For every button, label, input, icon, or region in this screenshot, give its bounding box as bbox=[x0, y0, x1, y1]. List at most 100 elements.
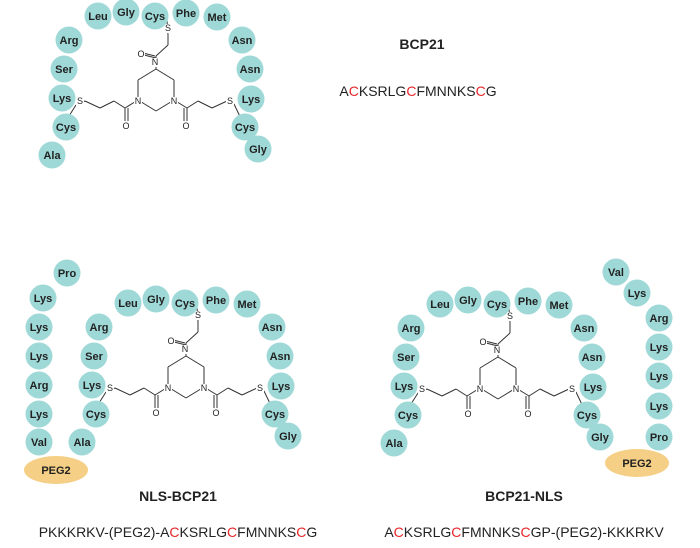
sulfur-atom: S bbox=[195, 310, 201, 320]
residue-ser-label: Ser bbox=[55, 64, 73, 76]
residue-leu-label: Leu bbox=[118, 298, 138, 310]
peg2-linker: PEG2 bbox=[605, 449, 669, 477]
residue-met: Met bbox=[545, 291, 573, 319]
bcp21-title: BCP21 bbox=[399, 36, 444, 52]
sequence-segment: GP-(PEG2)-KKKRKV bbox=[531, 524, 665, 540]
nls-residue-lys: Lys bbox=[645, 333, 673, 361]
residue-lys-label: Lys bbox=[242, 94, 261, 106]
residue-cys-label: Cys bbox=[265, 409, 285, 421]
residue-cys-label: Cys bbox=[145, 11, 165, 23]
sulfur-atom: S bbox=[77, 96, 83, 106]
residue-asn-label: Asn bbox=[262, 322, 283, 334]
residue-arg: Arg bbox=[85, 313, 113, 341]
nls-residue-arg-label: Arg bbox=[30, 380, 49, 392]
residue-phe: Phe bbox=[202, 286, 230, 314]
residue-gly-label: Gly bbox=[279, 431, 298, 443]
sequence-segment: C bbox=[406, 83, 416, 99]
nls-residue-arg: Arg bbox=[645, 304, 673, 332]
residue-lys-label: Lys bbox=[584, 382, 603, 394]
sequence-segment: G bbox=[306, 524, 317, 540]
residue-ala-label: Ala bbox=[73, 437, 91, 449]
residue-ala: Ala bbox=[68, 428, 96, 456]
sequence-segment: FMNNKS bbox=[461, 524, 520, 540]
residue-phe-label: Phe bbox=[206, 295, 226, 307]
sequence-segment: C bbox=[349, 83, 359, 99]
residue-cys: Cys bbox=[231, 113, 259, 141]
residue-cys: Cys bbox=[573, 401, 601, 429]
bcp21-nls-sequence: ACKSRLGCFMNNKSCGP-(PEG2)-KKKRKV bbox=[384, 524, 664, 540]
residue-ser: Ser bbox=[80, 342, 108, 370]
residue-gly-label: Gly bbox=[249, 144, 268, 156]
residue-gly: Gly bbox=[586, 423, 614, 451]
oxygen-atom: O bbox=[167, 336, 174, 346]
residue-asn: Asn bbox=[236, 55, 264, 83]
residue-arg: Arg bbox=[397, 314, 425, 342]
residue-cys-label: Cys bbox=[56, 122, 76, 134]
oxygen-atom: O bbox=[152, 408, 159, 418]
nls-bcp21-sequence: PKKKRKV-(PEG2)-ACKSRLGCFMNNKSCG bbox=[39, 524, 318, 540]
residue-lys-label: Lys bbox=[395, 381, 414, 393]
nls-residue-val: Val bbox=[25, 428, 53, 456]
sequence-segment: C bbox=[227, 524, 237, 540]
residue-ser-label: Ser bbox=[397, 352, 415, 364]
nls-residue-lys-label: Lys bbox=[650, 342, 669, 354]
nls-residue-lys-label: Lys bbox=[30, 322, 49, 334]
residue-met: Met bbox=[233, 290, 261, 318]
residue-ala: Ala bbox=[38, 141, 66, 169]
sulfur-atom: S bbox=[227, 96, 233, 106]
residue-ala-label: Ala bbox=[43, 150, 61, 162]
nls-residue-pro-label: Pro bbox=[650, 432, 669, 444]
sequence-segment: KSRLG bbox=[180, 524, 227, 540]
residue-asn: Asn bbox=[228, 26, 256, 54]
sulfur-atom: S bbox=[569, 384, 575, 394]
residue-met: Met bbox=[203, 3, 231, 31]
residue-gly-label: Gly bbox=[147, 294, 166, 306]
nls-residue-lys-label: Lys bbox=[650, 401, 669, 413]
residue-gly: Gly bbox=[454, 286, 482, 314]
residue-cys: Cys bbox=[171, 289, 199, 317]
residue-lys: Lys bbox=[390, 372, 418, 400]
nls-residue-lys: Lys bbox=[645, 392, 673, 420]
nls-residue-lys-label: Lys bbox=[34, 293, 53, 305]
sequence-segment: C bbox=[296, 524, 306, 540]
residue-cys: Cys bbox=[52, 113, 80, 141]
sequence-segment: KSRLG bbox=[359, 83, 406, 99]
residue-leu-label: Leu bbox=[88, 11, 108, 23]
nitrogen-atom: N bbox=[477, 384, 484, 394]
residue-gly: Gly bbox=[112, 0, 140, 26]
nls-residue-pro: Pro bbox=[53, 259, 81, 287]
sequence-segment: C bbox=[394, 524, 404, 540]
sequence-segment: C bbox=[521, 524, 531, 540]
residue-asn-label: Asn bbox=[270, 351, 291, 363]
residue-gly-label: Gly bbox=[117, 7, 136, 19]
residue-cys: Cys bbox=[483, 290, 511, 318]
residue-lys-label: Lys bbox=[272, 381, 291, 393]
residue-asn-label: Asn bbox=[574, 323, 595, 335]
nls-residue-lys-label: Lys bbox=[650, 371, 669, 383]
nitrogen-atom: N bbox=[182, 344, 189, 354]
residue-phe: Phe bbox=[172, 0, 200, 27]
residue-cys-label: Cys bbox=[577, 410, 597, 422]
sequence-segment: KSRLG bbox=[404, 524, 451, 540]
nls-residue-val-label: Val bbox=[608, 267, 624, 279]
nls-bcp21-title: NLS-BCP21 bbox=[139, 488, 217, 504]
residue-lys: Lys bbox=[78, 371, 106, 399]
nitrogen-atom: N bbox=[494, 345, 501, 355]
sequence-segment: C bbox=[451, 524, 461, 540]
residue-met-label: Met bbox=[208, 12, 227, 24]
residue-ser: Ser bbox=[392, 343, 420, 371]
oxygen-atom: O bbox=[479, 337, 486, 347]
residue-cys-label: Cys bbox=[235, 122, 255, 134]
peg2-label: PEG2 bbox=[622, 458, 651, 470]
residue-phe-label: Phe bbox=[518, 296, 538, 308]
oxygen-atom: O bbox=[182, 121, 189, 131]
residue-arg-label: Arg bbox=[402, 323, 421, 335]
residue-phe: Phe bbox=[514, 287, 542, 315]
residue-gly: Gly bbox=[244, 135, 272, 163]
residue-asn: Asn bbox=[266, 342, 294, 370]
residue-asn-label: Asn bbox=[240, 64, 261, 76]
nls-residue-pro: Pro bbox=[645, 423, 673, 451]
